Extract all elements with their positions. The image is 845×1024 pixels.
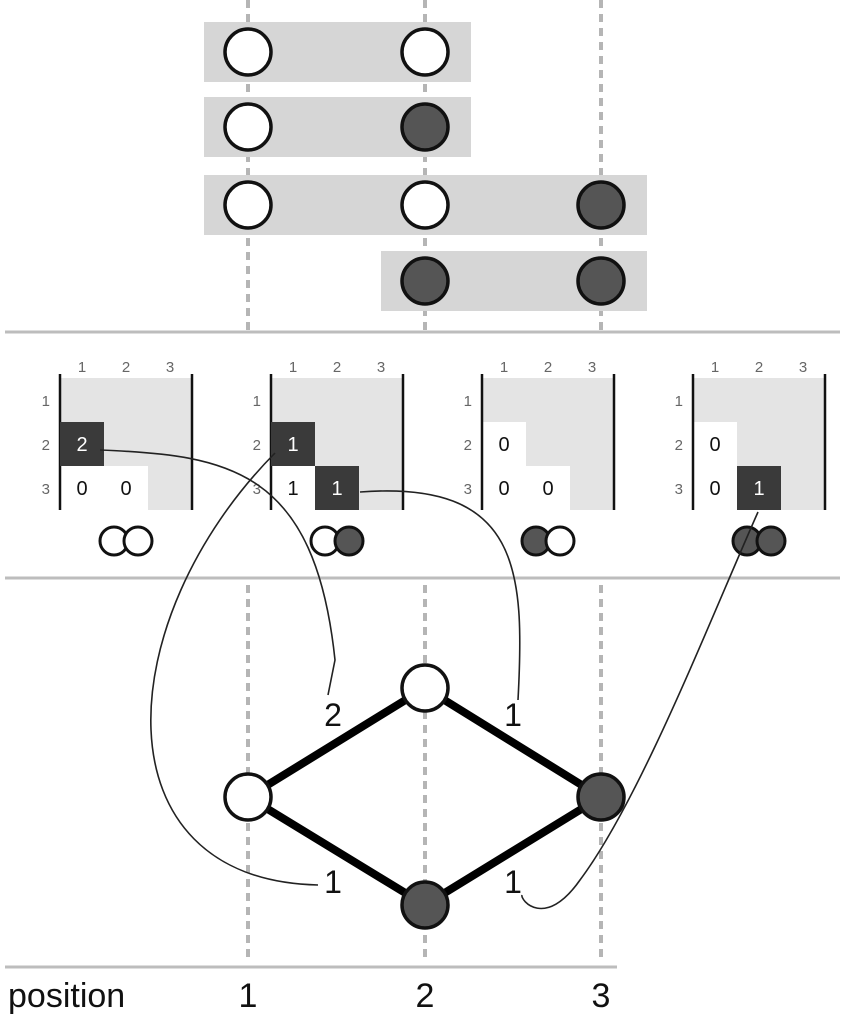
matrix-col-label: 3 [588, 359, 596, 376]
graph-edge-weight: 1 [504, 697, 522, 733]
read-allele-dot [223, 180, 273, 230]
axis-label: position [8, 977, 125, 1015]
read-allele-dot [576, 180, 626, 230]
matrix-row-label: 2 [464, 437, 472, 454]
graph-panel: 2 1 1 1 [223, 663, 626, 930]
read-allele-dot [400, 256, 450, 306]
read-allele-dot [223, 27, 273, 77]
matrix-row-label: 3 [464, 481, 472, 498]
matrix-pattern-dot [333, 525, 365, 557]
axis-tick-1: 1 [239, 977, 258, 1015]
matrix-cell-value: 0 [498, 478, 509, 500]
matrix-shade [271, 378, 403, 510]
matrix-row-label: 3 [675, 481, 683, 498]
graph-edge-weight: 1 [324, 864, 342, 900]
matrix-cell-value: 1 [331, 478, 342, 500]
graph-edge [421, 793, 605, 909]
matrix-row-label: 1 [253, 393, 261, 410]
graph-node [576, 772, 626, 822]
matrix-cell-value: 0 [76, 478, 87, 500]
read-allele-dot [400, 180, 450, 230]
matrix-cell-value: 0 [120, 478, 131, 500]
graph-edge [244, 684, 429, 801]
matrix-row-label: 2 [675, 437, 683, 454]
connector-curve [150, 452, 319, 886]
matrix-cell-value: 1 [287, 478, 298, 500]
matrix-row-label: 3 [42, 481, 50, 498]
read-allele-dot [576, 256, 626, 306]
reads-panel [204, 22, 647, 311]
matrix-row-label: 2 [253, 437, 261, 454]
graph-edge-weight: 1 [504, 864, 522, 900]
position-axis: position 1 2 3 [5, 965, 617, 1015]
matrix-shade [693, 378, 825, 510]
graph-edge [421, 684, 605, 801]
matrix-col-label: 2 [755, 359, 763, 376]
read-allele-dot [223, 102, 273, 152]
matrix-row-label: 2 [42, 437, 50, 454]
matrices-panel: 1 2 3 1 2 3 2 0 0 1 2 3 1 2 3 1 1 1 1 2 3 1 2 3 0 0 0 1 2 3 1 2 3 0 0 1 [42, 359, 827, 557]
matrix-cell-highlight [315, 466, 359, 510]
matrix-cell-highlight [271, 422, 315, 466]
matrix-row-label: 1 [464, 393, 472, 410]
matrix-col-label: 2 [333, 359, 341, 376]
section-separators [5, 330, 840, 580]
matrix-cell-value: 2 [76, 434, 87, 456]
matrix-2: 1 2 3 1 2 3 1 1 1 [253, 359, 405, 557]
matrix-1: 1 2 3 1 2 3 2 0 0 [42, 359, 194, 557]
graph-node [400, 663, 450, 713]
matrix-col-label: 1 [500, 359, 508, 376]
matrix-col-label: 2 [122, 359, 130, 376]
matrix-col-label: 1 [78, 359, 86, 376]
matrix-cell-value: 0 [498, 434, 509, 456]
matrix-col-label: 3 [799, 359, 807, 376]
graph-edge-weight: 2 [324, 697, 342, 733]
matrix-3: 1 2 3 1 2 3 0 0 0 [464, 359, 616, 557]
graph-node [223, 772, 273, 822]
matrix-row-label: 3 [253, 481, 261, 498]
axis-tick-3: 3 [592, 977, 611, 1015]
matrix-4: 1 2 3 1 2 3 0 0 1 [675, 359, 827, 557]
connector-curve [99, 449, 336, 696]
matrix-shade [482, 378, 614, 510]
matrix-col-label: 1 [711, 359, 719, 376]
matrix-shade [60, 378, 192, 510]
matrix-row-label: 1 [42, 393, 50, 410]
matrix-cell-value: 1 [753, 478, 764, 500]
matrix-cell-value: 1 [287, 434, 298, 456]
matrix-cell-highlight [737, 466, 781, 510]
matrix-cell-value: 0 [709, 478, 720, 500]
matrix-cell-value: 0 [709, 434, 720, 456]
axis-tick-2: 2 [416, 977, 435, 1015]
connector-curve [521, 511, 759, 910]
graph-edge [244, 793, 429, 909]
matrix-cell-value: 0 [542, 478, 553, 500]
matrix-col-label: 3 [166, 359, 174, 376]
matrix-col-label: 1 [289, 359, 297, 376]
matrix-row-label: 1 [675, 393, 683, 410]
connector-curve [359, 490, 521, 701]
matrix-col-label: 2 [544, 359, 552, 376]
matrix-pattern-dot [122, 525, 154, 557]
graph-node [400, 880, 450, 930]
matrix-pattern-dot [544, 525, 576, 557]
matrix-col-label: 3 [377, 359, 385, 376]
connector-curves [99, 449, 759, 910]
read-allele-dot [400, 102, 450, 152]
matrix-cell-highlight [60, 422, 104, 466]
matrix-pattern-dot [755, 525, 787, 557]
read-allele-dot [400, 27, 450, 77]
